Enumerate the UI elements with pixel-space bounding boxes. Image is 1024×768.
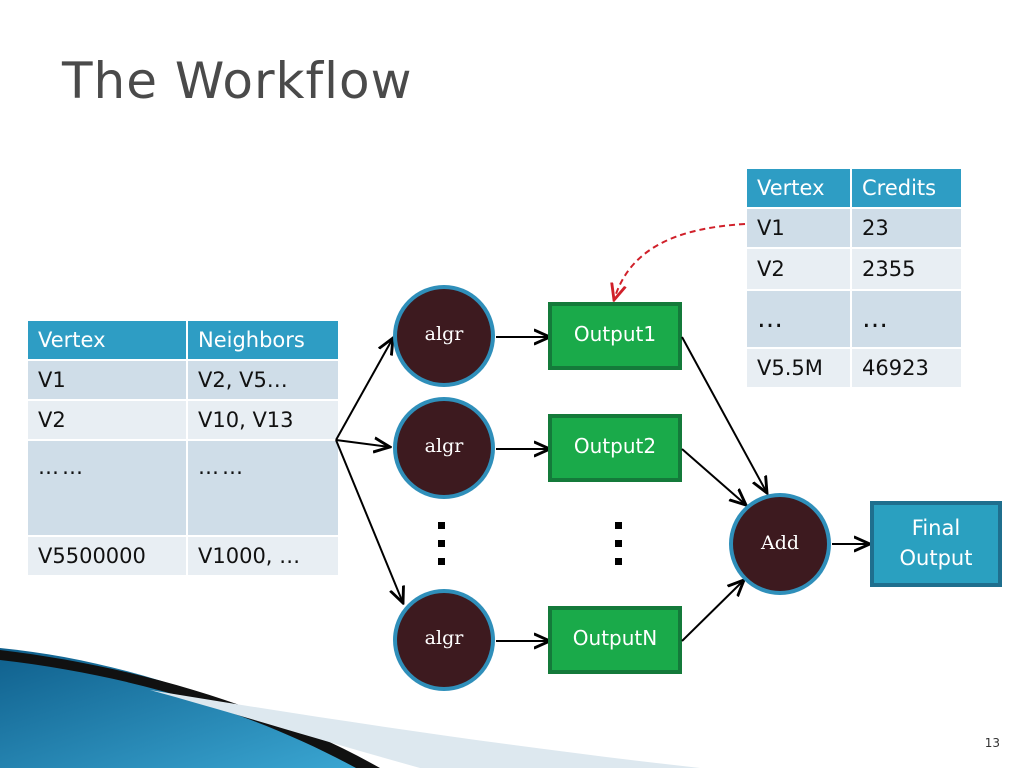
output-label: Output1: [574, 322, 656, 346]
table-row: V5.5M 46923: [745, 347, 963, 389]
cell-neighbors: V10, V13: [186, 399, 340, 441]
cell-vertex: V1: [26, 359, 188, 401]
header-credits: Credits: [850, 167, 963, 209]
cell-neighbors: V2, V5…: [186, 359, 340, 401]
fanout-arrows: [335, 338, 403, 603]
vertical-ellipsis: [615, 522, 622, 565]
cell-credits: 46923: [850, 347, 963, 389]
cell-credits: 2355: [850, 247, 963, 291]
cell-vertex: V1: [745, 207, 852, 249]
final-output-line-1: Final: [912, 516, 960, 540]
output-label: Output2: [574, 434, 656, 458]
add-label: Add: [760, 532, 799, 554]
algr-label: algr: [425, 627, 465, 649]
slide-title: The Workflow: [62, 52, 413, 110]
add-node: Add: [729, 493, 831, 595]
algr-node: algr: [393, 285, 495, 387]
cell-vertex: V5500000: [26, 535, 188, 577]
cell-vertex: V2: [26, 399, 188, 441]
table-header-row: Vertex Neighbors: [26, 319, 340, 361]
output-box: Output2: [548, 414, 682, 482]
cell-vertex: V2: [745, 247, 852, 291]
header-neighbors: Neighbors: [186, 319, 340, 361]
algr-node: algr: [393, 589, 495, 691]
output-to-add-arrows: [681, 336, 767, 642]
table-row: … …: [745, 289, 963, 349]
table-row: V1 V2, V5…: [26, 359, 340, 401]
table-header-row: Vertex Credits: [745, 167, 963, 209]
final-output-line-2: Output: [900, 546, 973, 570]
cell-vertex: …: [745, 289, 852, 349]
vertical-ellipsis: [438, 522, 445, 565]
algr-to-output-arrows: [496, 337, 550, 641]
output-box: Output1: [548, 302, 682, 370]
output-box: OutputN: [548, 606, 682, 674]
algr-node: algr: [393, 397, 495, 499]
table-row: …… ……: [26, 439, 340, 537]
table-row: V2 2355: [745, 247, 963, 291]
header-vertex: Vertex: [745, 167, 852, 209]
cell-neighbors: V1000, …: [186, 535, 340, 577]
cell-neighbors: ……: [186, 439, 340, 537]
slide-number: 13: [984, 736, 1000, 750]
cell-vertex: ……: [26, 439, 188, 537]
cell-credits: …: [850, 289, 963, 349]
credits-table: Vertex Credits V1 23 V2 2355 … … V5.5M 4…: [745, 167, 963, 389]
neighbors-table: Vertex Neighbors V1 V2, V5… V2 V10, V13 …: [26, 319, 340, 577]
table-row: V1 23: [745, 207, 963, 249]
dashed-arrow: [614, 223, 746, 300]
table-row: V5500000 V1000, …: [26, 535, 340, 577]
final-output-box: Final Output: [870, 501, 1002, 587]
table-row: V2 V10, V13: [26, 399, 340, 441]
header-vertex: Vertex: [26, 319, 188, 361]
algr-label: algr: [425, 435, 465, 457]
cell-credits: 23: [850, 207, 963, 249]
algr-label: algr: [425, 323, 465, 345]
cell-vertex: V5.5M: [745, 347, 852, 389]
output-label: OutputN: [573, 626, 657, 650]
